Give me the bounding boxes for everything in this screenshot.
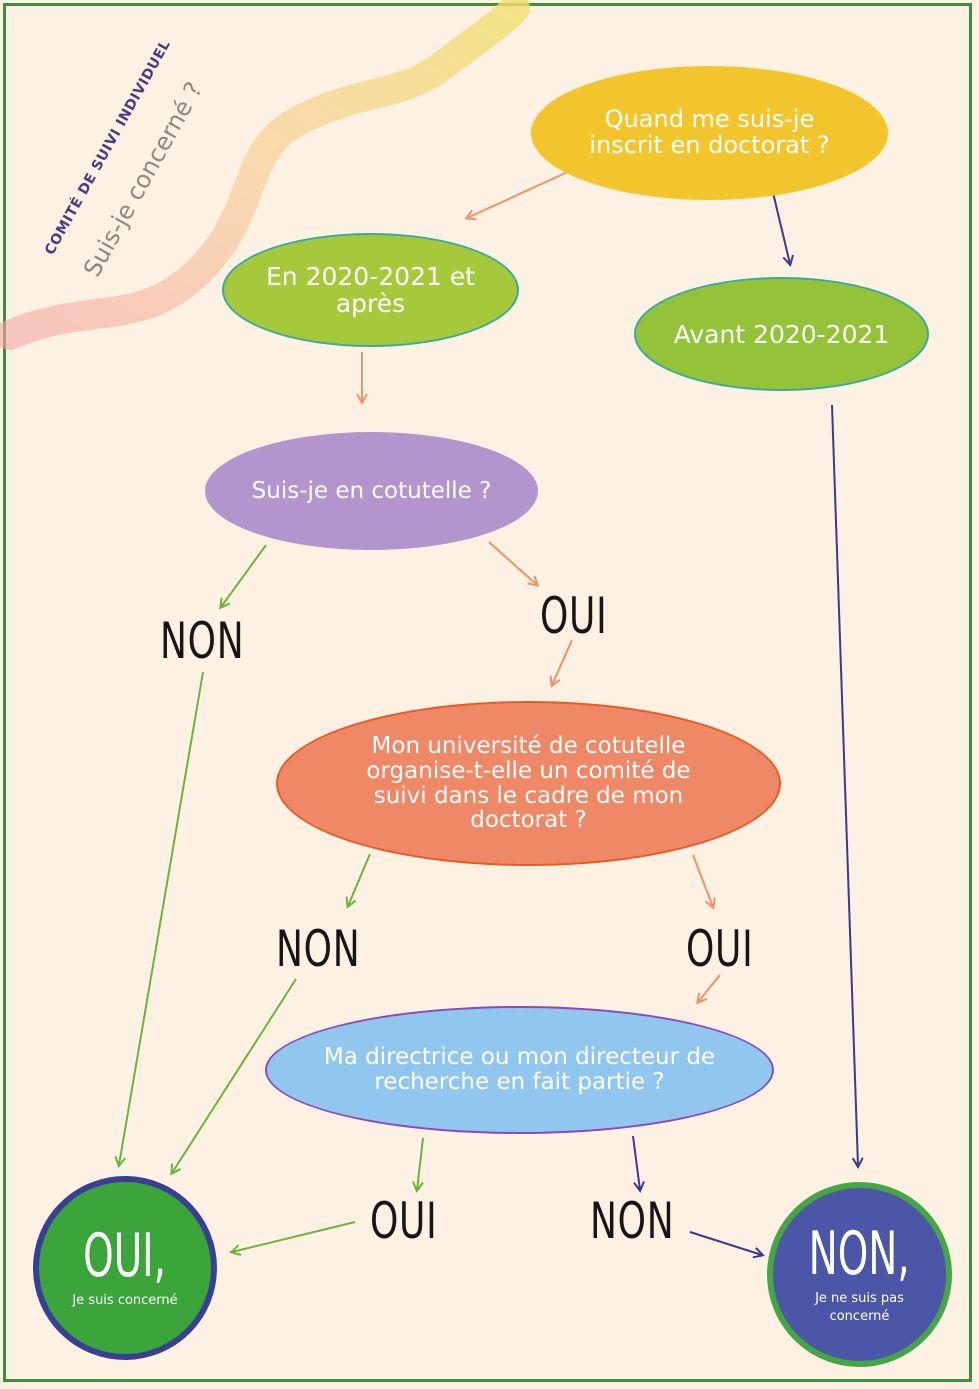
answer-cotutelle-non: NON	[160, 612, 245, 670]
arrow-director-to-oui	[417, 1137, 424, 1190]
node-after-2020: En 2020-2021 et après	[222, 233, 519, 347]
arrow-when-to-2020	[467, 169, 573, 218]
arrow-university-to-non	[348, 853, 371, 906]
node-before-2020: Avant 2020-2021	[634, 277, 929, 391]
answer-university-oui: OUI	[686, 920, 754, 978]
result-concerned-text: Je suis concerné	[72, 1293, 178, 1309]
arrow-university-to-oui	[692, 854, 713, 907]
answer-cotutelle-oui: OUI	[540, 587, 608, 645]
node-enrollment-question: Quand me suis-je inscrit en doctorat ?	[531, 66, 888, 200]
node-university-question: Mon université de cotutelle organise-t-e…	[276, 701, 781, 866]
node-cotutelle-question: Suis-je en cotutelle ?	[205, 432, 538, 550]
result-concerned: OUI, Je suis concerné	[33, 1176, 217, 1360]
arrow-oui-to-director	[698, 974, 721, 1002]
answer-director-non: NON	[590, 1192, 675, 1250]
arrow-non-to-no-result	[689, 1231, 762, 1255]
page-frame	[3, 3, 972, 1382]
answer-university-non: NON	[276, 920, 361, 978]
result-not-concerned: NON, Je ne suis pas concerné	[767, 1182, 952, 1367]
arrow-cotutelle-to-non	[221, 544, 267, 607]
node-director-question: Ma directrice ou mon directeur de recher…	[265, 1006, 774, 1134]
result-not-concerned-title: NON,	[808, 1218, 911, 1289]
arrow-cotutelle-to-oui	[488, 541, 537, 585]
arrow-avant-to-no-result	[831, 404, 858, 1166]
arrow-non2-to-yes-result	[172, 978, 297, 1173]
arrow-oui-to-university	[552, 639, 573, 685]
arrow-oui-to-yes-result	[232, 1221, 356, 1252]
arrow-director-to-non	[632, 1135, 640, 1190]
result-not-concerned-text: Je ne suis pas concerné	[815, 1290, 904, 1324]
arrow-non-to-yes-result	[119, 671, 204, 1165]
result-concerned-title: OUI,	[83, 1221, 167, 1292]
answer-director-oui: OUI	[370, 1192, 438, 1250]
decorative-ribbon	[0, 0, 530, 350]
